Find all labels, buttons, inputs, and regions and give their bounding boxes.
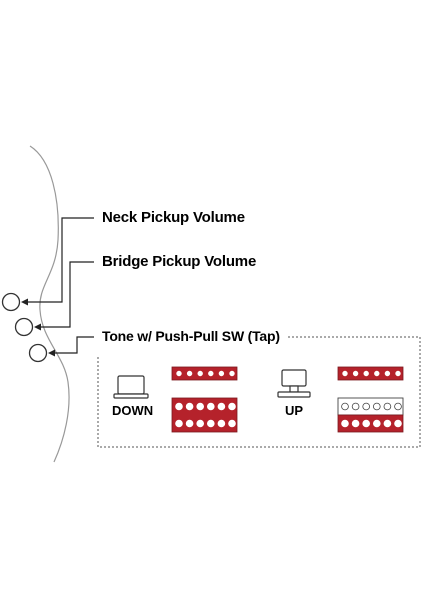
pole-piece	[175, 402, 183, 411]
pole-piece	[363, 370, 369, 377]
switch-up-icon	[277, 369, 311, 398]
pole-piece	[196, 402, 205, 411]
pole-piece	[186, 370, 193, 377]
pole-piece	[384, 370, 391, 377]
pole-piece	[341, 419, 349, 428]
up-neck-pickup	[337, 366, 404, 381]
pole-piece	[342, 370, 348, 377]
switch-down-icon	[113, 375, 149, 399]
tone-knob[interactable]	[28, 343, 48, 363]
switch-up-label: UP	[285, 403, 304, 418]
tone-switch-box	[97, 336, 421, 448]
pole-piece	[217, 419, 226, 428]
pole-piece	[208, 370, 214, 377]
guitar-body-outline	[29, 145, 70, 463]
pole-piece	[395, 370, 401, 377]
pole-piece	[351, 419, 360, 428]
pole-piece	[175, 419, 183, 428]
pole-piece	[218, 370, 225, 377]
bridge-volume-knob[interactable]	[14, 317, 34, 337]
pole-piece	[229, 370, 235, 377]
tone-leader	[48, 336, 94, 357]
pole-piece	[217, 402, 226, 411]
pole-piece	[394, 419, 402, 428]
pole-pieces	[175, 370, 402, 428]
pole-piece	[362, 419, 371, 428]
down-bridge-humbucker	[171, 397, 238, 433]
pole-piece	[207, 402, 215, 411]
pole-piece	[394, 402, 402, 411]
pole-piece	[351, 402, 360, 411]
switch-down-label: DOWN	[112, 403, 154, 418]
pole-piece	[176, 370, 182, 377]
pole-piece	[372, 419, 381, 428]
pole-piece	[197, 370, 203, 377]
pole-piece	[352, 370, 359, 377]
pole-piece	[372, 402, 381, 411]
pole-piece	[185, 402, 194, 411]
pole-piece	[196, 419, 205, 428]
pole-piece	[341, 402, 349, 411]
pole-piece	[362, 402, 371, 411]
pole-piece	[228, 419, 236, 428]
pole-piece	[374, 370, 380, 377]
pole-piece	[207, 419, 215, 428]
neck-volume-label: Neck Pickup Volume	[102, 209, 245, 226]
pole-piece	[185, 419, 194, 428]
neck-volume-knob[interactable]	[1, 292, 21, 312]
up-bridge-humbucker	[337, 397, 404, 433]
tone-label: Tone w/ Push-Pull SW (Tap)	[102, 328, 280, 344]
bridge-volume-leader	[34, 261, 94, 331]
pole-piece	[228, 402, 236, 411]
down-neck-pickup	[171, 366, 238, 381]
pole-piece	[383, 419, 392, 428]
neck-volume-leader	[21, 217, 94, 306]
bridge-volume-label: Bridge Pickup Volume	[102, 253, 257, 270]
pole-piece	[383, 402, 392, 411]
